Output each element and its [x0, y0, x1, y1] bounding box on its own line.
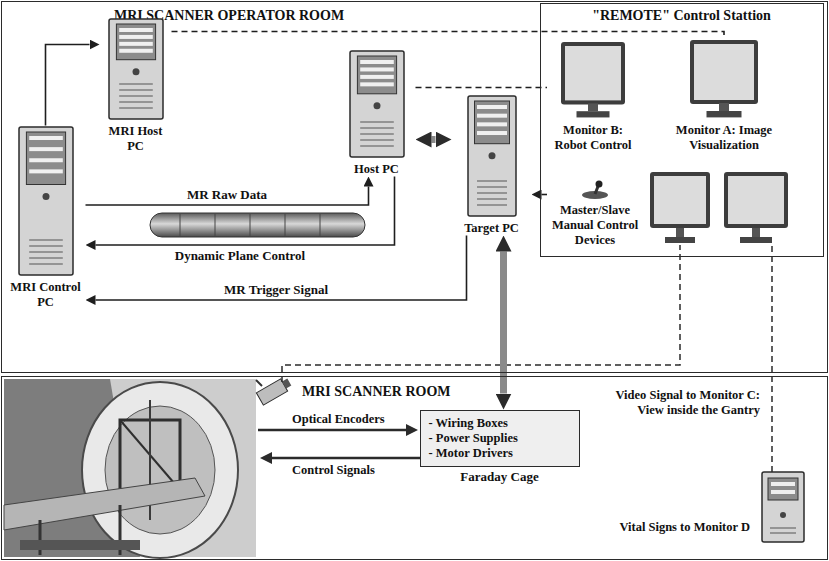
pc-tower: MRI Host PC: [100, 18, 172, 154]
signal-label: Vital Signs to Monitor D: [580, 520, 750, 535]
signal-label: Video Signal to Monitor C: View inside t…: [590, 388, 760, 418]
cage-item: - Power Supplies: [429, 431, 571, 446]
cage-item: - Wiring Boxes: [429, 416, 571, 431]
encoder-arrow: [258, 429, 406, 432]
display-link: [416, 87, 548, 89]
monitor-c-icon: [650, 172, 710, 243]
vital-signs-line: [771, 245, 773, 472]
room-title: "REMOTE" Control Stattion: [541, 8, 823, 24]
data-link: [432, 136, 436, 143]
tower-icon: [18, 126, 74, 276]
device-label: Master/Slave Manual Control Devices: [547, 203, 643, 248]
device-label: MRI Host PC: [100, 124, 172, 154]
monitor: Monitor B: Robot Control: [547, 41, 639, 153]
mri-scanner-photo: [4, 379, 256, 558]
vital-signs-pc: [762, 472, 804, 542]
network-cable: [150, 213, 365, 237]
cage-item: - Motor Drivers: [429, 446, 571, 461]
tower-icon: [467, 95, 517, 217]
monitor-icon: [689, 39, 759, 119]
joystick-icon: [580, 179, 610, 199]
pc-tower: Host PC: [338, 50, 416, 177]
monitor-icon: [560, 41, 626, 119]
control-arrow: [272, 457, 420, 460]
monitor-d-icon: [724, 172, 788, 243]
station-frame: "REMOTE" Control StattionMonitor B: Robo…: [540, 3, 824, 257]
edge-label: MR Raw Data: [185, 187, 269, 203]
signal-label: Control Signals: [292, 463, 375, 478]
camera-icon: [256, 376, 293, 405]
video-signal-line: [282, 245, 680, 382]
device-label: Target PC: [452, 221, 532, 236]
control-device: Master/Slave Manual Control Devices: [547, 179, 643, 248]
device-label: Monitor B: Robot Control: [547, 123, 639, 153]
room-title: MRI SCANNER ROOM: [302, 384, 451, 400]
tower-icon: [349, 50, 405, 158]
device-label: MRI Control PC: [6, 280, 86, 310]
edge-label: Dynamic Plane Control: [173, 248, 307, 264]
pc-tower: Target PC: [452, 95, 532, 236]
signal-arrow: [86, 187, 369, 206]
device-label: Host PC: [338, 162, 416, 177]
signal-arrow: [542, 194, 548, 196]
cage-box: - Wiring Boxes- Power Supplies- Motor Dr…: [420, 410, 580, 467]
signal-label: Optical Encoders: [292, 412, 385, 427]
signal-arrow: [96, 236, 467, 301]
signal-arrow: [96, 177, 395, 246]
tower-icon: [108, 18, 164, 120]
room-band: MRI SCANNER OPERATOR ROOM"REMOTE" Contro…: [1, 1, 828, 373]
pc-tower: MRI Control PC: [6, 126, 86, 310]
cage-heading: Faraday Cage: [420, 469, 580, 485]
display-link: [172, 32, 725, 40]
monitor: Monitor A: Image Visualization: [654, 39, 794, 153]
device-label: Monitor A: Image Visualization: [654, 123, 794, 153]
faraday-cage: - Wiring Boxes- Power Supplies- Motor Dr…: [420, 410, 580, 485]
edge-label: MR Trigger Signal: [222, 282, 330, 298]
signal-arrow: [46, 45, 90, 126]
